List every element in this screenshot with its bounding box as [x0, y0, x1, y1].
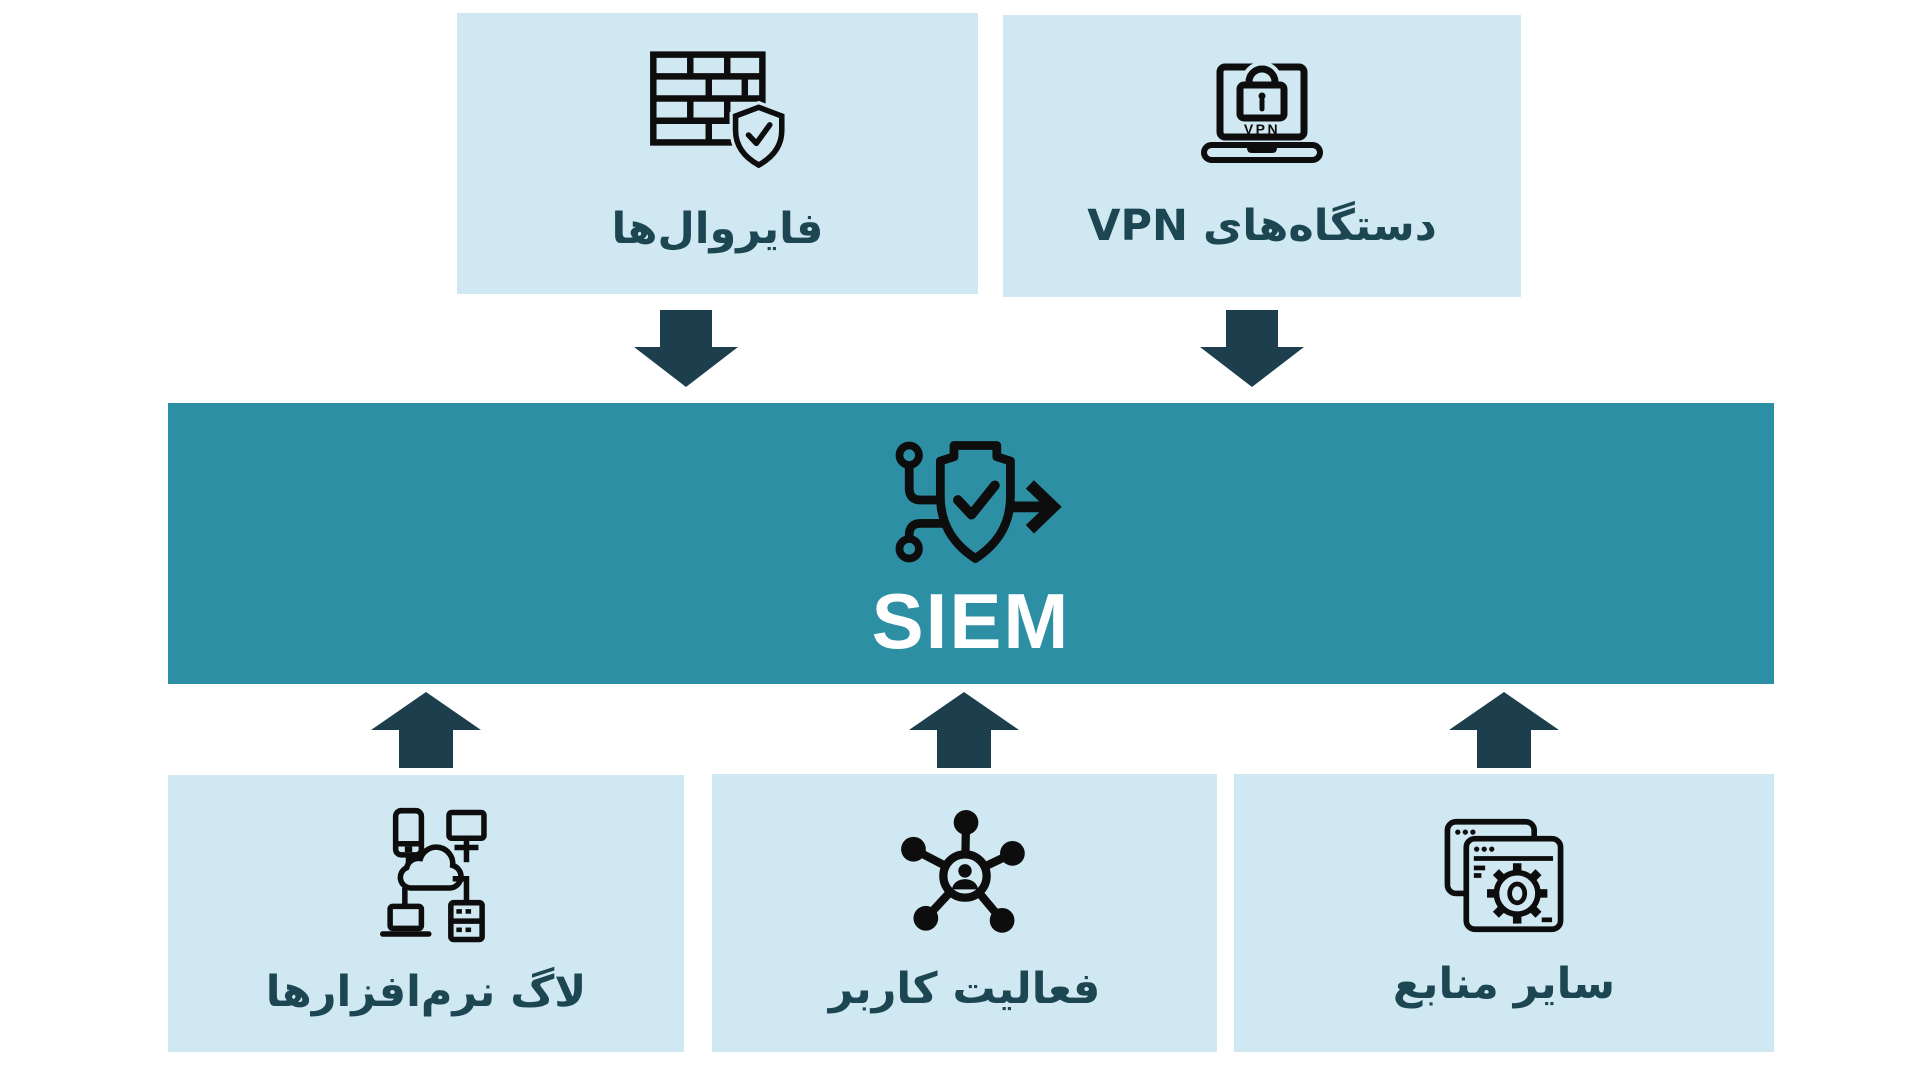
other-sources-window-gear-icon — [1444, 818, 1564, 932]
siem-shield-check-flow-icon — [895, 440, 1062, 563]
siem-title: SIEM — [871, 576, 1071, 665]
source-label-vpn-devices: دستگاه‌های VPN — [1087, 201, 1437, 252]
source-box-other-sources: سایر منابع — [1234, 774, 1774, 1052]
source-box-firewalls: فایروال‌ها — [457, 13, 978, 294]
flow-arrow-down-icon — [1200, 310, 1304, 387]
siem-center-bar: SIEM — [168, 403, 1774, 684]
source-label-user-activity: فعالیت کاربر — [828, 964, 1101, 1015]
source-box-software-logs: لاگ نرم‌افزارها — [168, 775, 684, 1052]
vpn-laptop-lock-icon: VPN — [1201, 61, 1323, 164]
firewall-brick-wall-shield-icon — [649, 50, 788, 172]
source-label-other-sources: سایر منابع — [1392, 958, 1616, 1009]
flow-arrow-up-icon — [1449, 692, 1559, 768]
flow-arrow-up-icon — [371, 692, 481, 768]
flow-arrow-up-icon — [909, 692, 1019, 768]
source-label-firewalls: فایروال‌ها — [611, 203, 824, 254]
software-logs-cloud-network-icon — [380, 807, 487, 942]
user-activity-network-icon — [900, 810, 1025, 933]
source-box-user-activity: فعالیت کاربر — [712, 774, 1217, 1052]
vpn-icon-label: VPN — [1244, 121, 1280, 137]
source-box-vpn-devices: VPN دستگاه‌های VPN — [1003, 15, 1521, 297]
source-label-software-logs: لاگ نرم‌افزارها — [265, 966, 587, 1017]
flow-arrow-down-icon — [634, 310, 738, 387]
